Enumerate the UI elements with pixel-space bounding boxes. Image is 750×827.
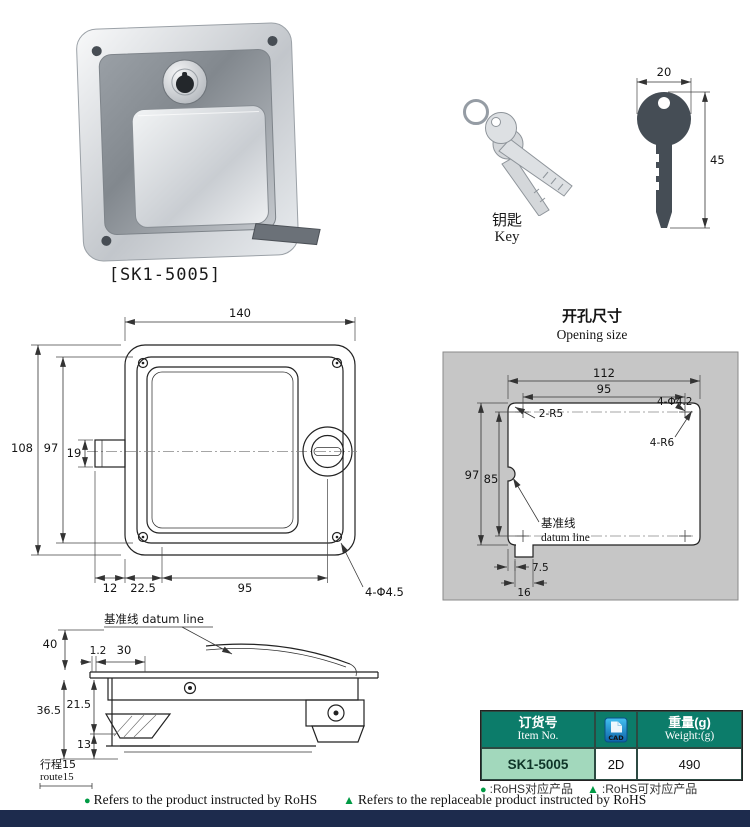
pawl-outline xyxy=(94,439,126,468)
cylinder-outline xyxy=(302,426,353,477)
dim-108: 108 xyxy=(11,441,33,455)
key-dimension-drawing: 20 45 xyxy=(636,65,725,229)
dim-36-5: 36.5 xyxy=(37,704,62,717)
opening-size-drawing: 开孔尺寸 Opening size 112 95 2-R5 4-Φ4.2 xyxy=(442,307,739,601)
col-header-item-en: Item No. xyxy=(517,730,559,743)
cutout-shape xyxy=(507,402,701,558)
paddle-outline xyxy=(146,366,299,534)
legend-en-tri-text: Refers to the replaceable product instru… xyxy=(358,792,647,807)
dim-7-5: 7.5 xyxy=(532,562,549,574)
key-width-dim: 20 xyxy=(657,65,672,79)
holes-callout: 4-Φ4.2 xyxy=(657,396,692,408)
route-label-cn: 行程15 xyxy=(40,758,76,771)
latch-photo-body xyxy=(76,22,321,262)
product-code-caption: [SK1-5005] xyxy=(108,265,222,285)
key-silhouette xyxy=(637,92,691,228)
key-dimensions: 20 45 xyxy=(636,65,725,229)
legend-cn-dot-item: ●:RoHS对应产品 xyxy=(480,780,573,797)
route-label-en: route15 xyxy=(40,771,74,783)
opening-dimensions: 112 95 2-R5 4-Φ4.2 4-R6 97 85 基准线 datum … xyxy=(465,366,701,599)
key-front xyxy=(485,112,573,197)
inner-radius-callout: 4-R6 xyxy=(650,437,675,449)
dim-12: 12 xyxy=(103,581,118,595)
opening-title-en: Opening size xyxy=(557,327,628,342)
col-header-cad: CAD xyxy=(595,711,637,748)
cad-icon: CAD xyxy=(604,717,628,742)
corner-radius-callout: 2-R5 xyxy=(539,408,563,420)
front-view-drawing: 140 108 97 19 12 22.5 95 4-Φ4.5 xyxy=(11,306,404,599)
dim-13: 13 xyxy=(77,738,91,751)
col-header-weight: 重量(g) Weight:(g) xyxy=(637,711,742,748)
rohs-legend-en: ●Refers to the product instructed by RoH… xyxy=(84,792,646,808)
dim-95-holes: 95 xyxy=(597,382,612,396)
screw-hole xyxy=(101,235,112,246)
screw-hole xyxy=(267,35,278,46)
product-photo xyxy=(76,22,321,262)
datum-label-cn: 基准线 xyxy=(541,516,576,530)
holes-callout: 4-Φ4.5 xyxy=(365,585,404,599)
keys-label-en: Key xyxy=(494,229,520,246)
legend-cn-tri-item: ▲:RoHS可对应产品 xyxy=(587,780,697,797)
dim-112: 112 xyxy=(593,366,615,380)
cad-value-cell: 2D xyxy=(595,748,637,780)
key-length-dim: 45 xyxy=(710,153,725,167)
col-header-item-cn: 订货号 xyxy=(518,715,558,731)
key-ring-icon xyxy=(463,99,489,125)
col-header-weight-cn: 重量(g) xyxy=(668,715,711,731)
dim-16: 16 xyxy=(517,587,531,599)
dim-22-5: 22.5 xyxy=(130,581,156,595)
legend-en-dot-text: Refers to the product instructed by RoHS xyxy=(93,792,318,807)
datum-label-en: datum line xyxy=(541,532,590,544)
mount-bracket xyxy=(104,713,172,739)
dim-97: 97 xyxy=(44,441,59,455)
side-view-dimensions: 基准线 datum line 40 1.2 30 36.5 21.5 13 行程… xyxy=(37,612,233,789)
footer-bar xyxy=(0,810,750,827)
side-view-drawing: 基准线 datum line 40 1.2 30 36.5 21.5 13 行程… xyxy=(37,612,379,789)
item-no-cell: SK1-5005 xyxy=(481,748,595,780)
rohs-legend-cn: ●:RoHS对应产品 ▲:RoHS可对应产品 xyxy=(480,780,697,797)
front-view-geometry xyxy=(87,344,357,556)
dim-140: 140 xyxy=(229,306,251,320)
legend-cn-dot-text: :RoHS对应产品 xyxy=(489,782,574,796)
keyhole-icon xyxy=(175,75,194,94)
keys-photo xyxy=(463,99,573,216)
side-view-geometry xyxy=(89,643,379,753)
datum-label: 基准线 datum line xyxy=(104,612,204,626)
dim-95: 95 xyxy=(238,581,253,595)
green-dot-icon: ● xyxy=(480,784,487,796)
legend-en-dot-item: ●Refers to the product instructed by RoH… xyxy=(84,792,317,808)
screw-hole xyxy=(91,46,102,57)
keys-caption: 钥匙 Key xyxy=(452,212,562,247)
front-view-dimensions: 140 108 97 19 12 22.5 95 4-Φ4.5 xyxy=(11,306,404,599)
legend-en-tri-item: ▲Refers to the replaceable product instr… xyxy=(343,792,646,808)
spec-table: 订货号 Item No. CAD 重量(g) Weight:(g) SK1-50… xyxy=(480,710,743,781)
cad-icon-label: CAD xyxy=(608,734,624,742)
paddle-handle xyxy=(131,105,269,228)
open-paddle-arc xyxy=(205,643,351,665)
dim-19: 19 xyxy=(67,446,82,460)
legend-cn-tri-text: :RoHS可对应产品 xyxy=(601,782,698,796)
col-header-item: 订货号 Item No. xyxy=(481,711,595,748)
green-dot-icon: ● xyxy=(84,795,91,807)
dim-85-holes: 85 xyxy=(484,472,499,486)
col-header-weight-en: Weight:(g) xyxy=(664,730,715,743)
dim-97-opening: 97 xyxy=(465,468,480,482)
dim-21-5: 21.5 xyxy=(67,698,92,711)
weight-value-cell: 490 xyxy=(637,748,742,780)
green-triangle-icon: ▲ xyxy=(587,782,599,796)
dim-1-2: 1.2 xyxy=(90,645,107,657)
latch-pawl xyxy=(251,223,321,246)
opening-title-cn: 开孔尺寸 xyxy=(562,307,622,325)
dim-30: 30 xyxy=(117,643,132,657)
dim-40: 40 xyxy=(43,637,58,651)
green-triangle-icon: ▲ xyxy=(343,793,356,807)
keys-label-cn: 钥匙 xyxy=(491,212,522,229)
